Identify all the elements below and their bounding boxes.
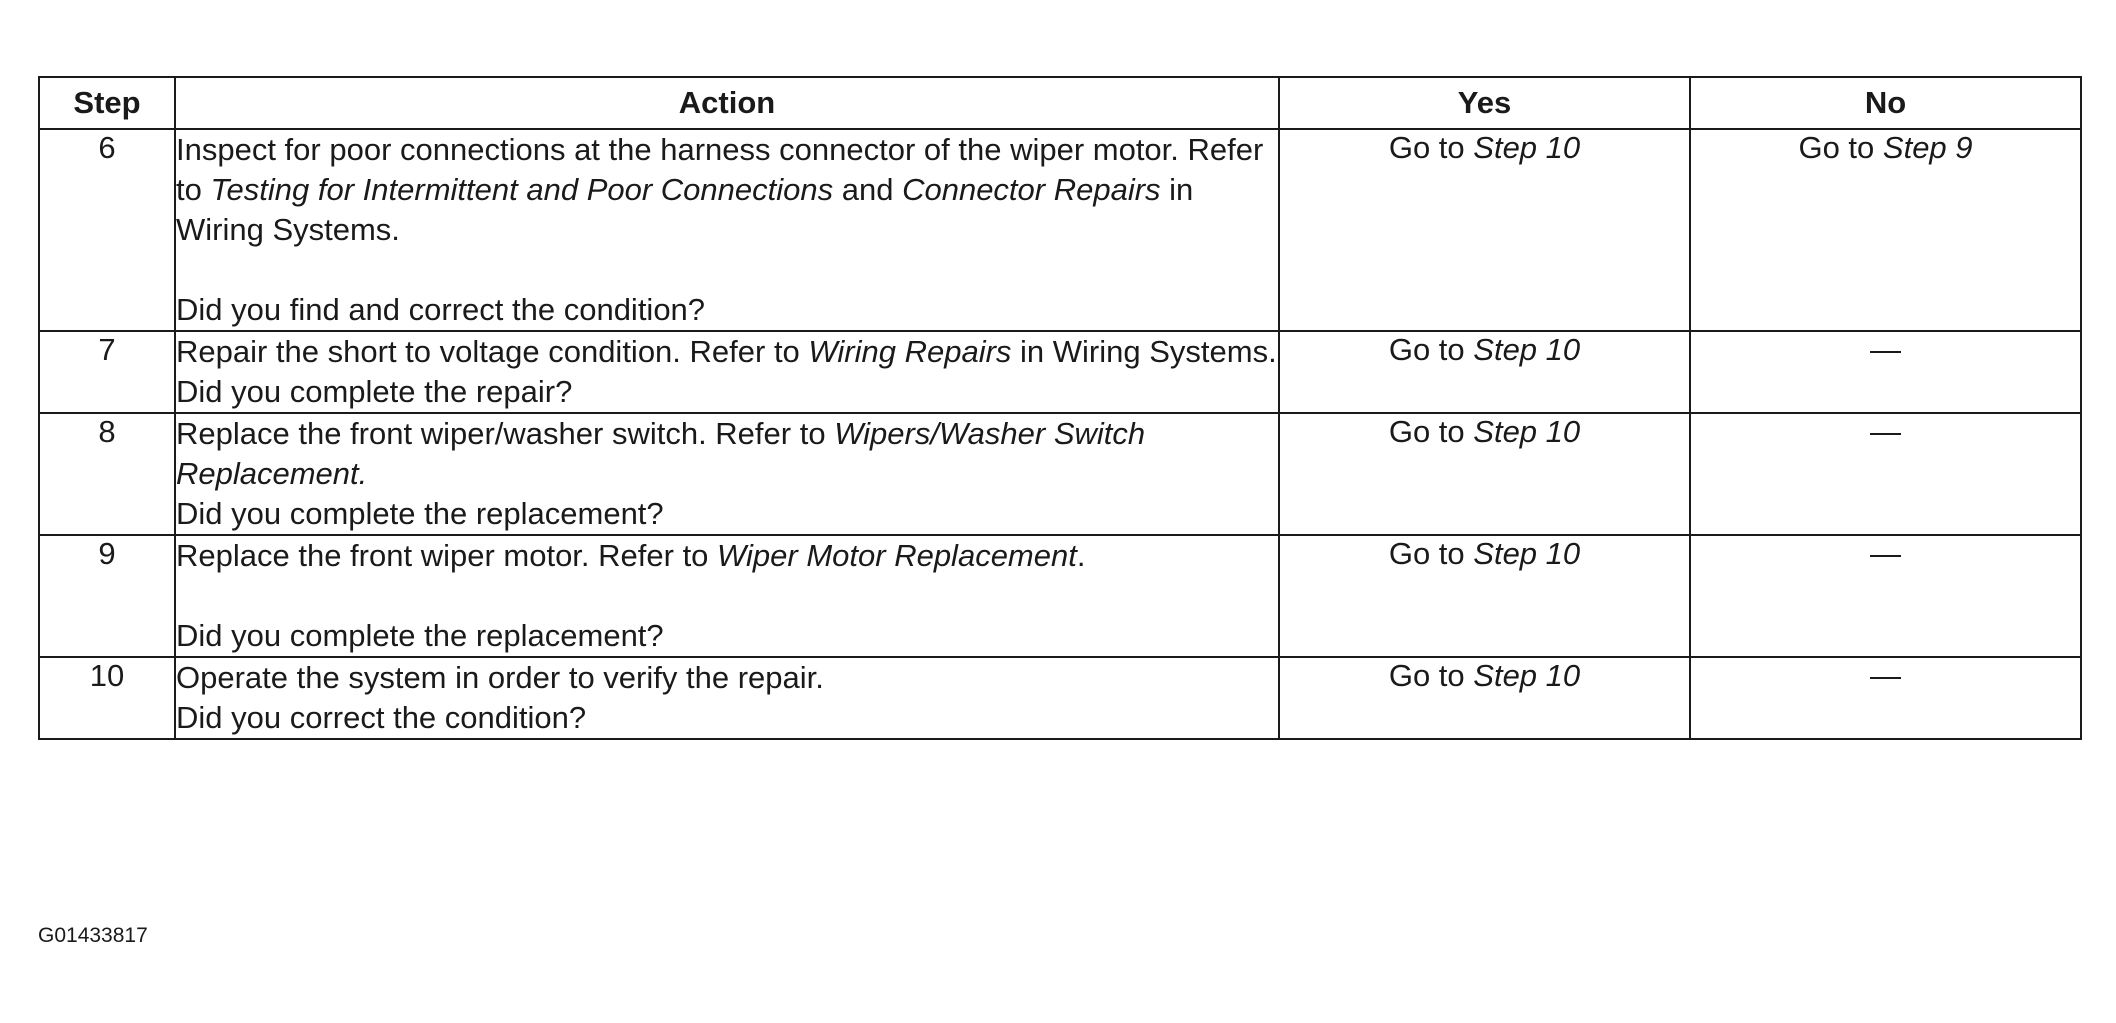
yes-cell: Go to Step 10 (1278, 534, 1691, 658)
goto-prefix: Go to (1388, 536, 1474, 571)
no-dash: — (1689, 656, 2082, 740)
action-segment: . (1076, 538, 1086, 573)
table-header-row: Step Action Yes No (38, 76, 2082, 130)
reference-text: Testing for Intermittent and Poor Connec… (210, 172, 834, 207)
goto-prefix: Go to (1388, 332, 1474, 367)
step-number: 8 (38, 412, 176, 536)
goto-step-reference: Step 10 (1473, 332, 1581, 367)
header-yes: Yes (1278, 76, 1691, 130)
step-number: 9 (38, 534, 176, 658)
action-cell: Replace the front wiper/washer switch. R… (174, 412, 1280, 536)
action-segment: and (833, 172, 903, 207)
action-text: Operate the system in order to verify th… (176, 658, 1278, 698)
goto-step-reference: Step 10 (1473, 536, 1581, 571)
action-cell: Replace the front wiper motor. Refer to … (174, 534, 1280, 658)
question-text: Did you correct the condition? (176, 700, 587, 735)
action-segment: in Wiring Systems. (176, 172, 1194, 247)
goto-prefix: Go to (1388, 658, 1474, 693)
goto-prefix: Go to (1798, 130, 1883, 165)
action-segment: Repair the short to voltage condition. R… (176, 334, 809, 369)
action-segment: Inspect for poor connections at the harn… (176, 132, 1264, 207)
no-dash: — (1689, 534, 2082, 658)
goto-step-reference: Step 10 (1473, 130, 1581, 165)
action-text: Inspect for poor connections at the harn… (176, 130, 1278, 250)
action-cell: Repair the short to voltage condition. R… (174, 330, 1280, 414)
goto-step-reference: Step 10 (1473, 658, 1581, 693)
action-segment: Replace the front wiper motor. Refer to (176, 538, 718, 573)
action-text: Replace the front wiper motor. Refer to … (176, 536, 1278, 576)
reference-text: Wipers/Washer Switch Replacement. (176, 416, 1146, 491)
no-dash: — (1689, 330, 2082, 414)
goto-step-reference: Step 9 (1882, 130, 1973, 165)
header-action: Action (174, 76, 1280, 130)
goto-step-reference: Step 10 (1473, 414, 1581, 449)
yes-cell: Go to Step 10 (1278, 656, 1691, 740)
action-text: Replace the front wiper/washer switch. R… (176, 414, 1278, 494)
header-step: Step (38, 76, 176, 130)
action-segment: Replace the front wiper/washer switch. R… (176, 416, 835, 451)
header-no: No (1689, 76, 2082, 130)
action-cell: Operate the system in order to verify th… (174, 656, 1280, 740)
step-number: 7 (38, 330, 176, 414)
yes-cell: Go to Step 10 (1278, 128, 1691, 332)
reference-text: Wiring Repairs (808, 334, 1012, 369)
yes-cell: Go to Step 10 (1278, 412, 1691, 536)
reference-text: Wiper Motor Replacement (717, 538, 1077, 573)
step-number: 10 (38, 656, 176, 740)
action-segment: in Wiring Systems. (1011, 334, 1277, 369)
action-cell: Inspect for poor connections at the harn… (174, 128, 1280, 332)
action-text: Repair the short to voltage condition. R… (176, 332, 1278, 372)
question-text: Did you complete the replacement? (176, 496, 664, 531)
goto-prefix: Go to (1388, 130, 1474, 165)
no-cell: Go to Step 9 (1689, 128, 2082, 332)
yes-cell: Go to Step 10 (1278, 330, 1691, 414)
no-dash: — (1689, 412, 2082, 536)
question-text: Did you find and correct the condition? (176, 292, 706, 327)
goto-prefix: Go to (1388, 414, 1474, 449)
step-number: 6 (38, 128, 176, 332)
figure-id: G01433817 (38, 924, 148, 947)
action-segment: Operate the system in order to verify th… (176, 660, 824, 695)
question-text: Did you complete the repair? (176, 374, 573, 409)
reference-text: Connector Repairs (902, 172, 1161, 207)
question-text: Did you complete the replacement? (176, 618, 664, 653)
